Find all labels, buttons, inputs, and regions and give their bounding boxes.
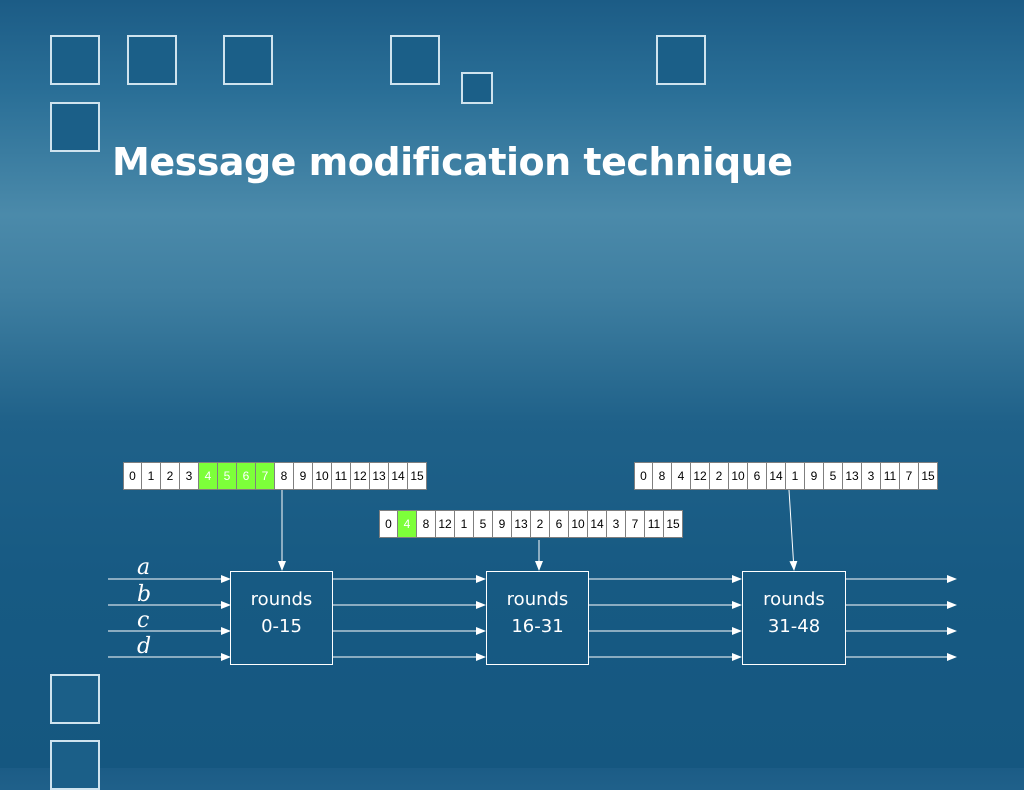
round-box-label: rounds (250, 589, 313, 610)
word-order-3-arrow (788, 489, 798, 571)
word-cell: 10 (569, 510, 588, 538)
word-cell: 2 (531, 510, 550, 538)
word-cell: 15 (919, 462, 938, 490)
word-cell: 13 (843, 462, 862, 490)
word-cell: 13 (370, 462, 389, 490)
word-cell: 0 (634, 462, 653, 490)
decorative-square-3 (223, 35, 273, 85)
word-cell: 12 (351, 462, 370, 490)
word-cell: 2 (161, 462, 180, 490)
word-cell: 2 (710, 462, 729, 490)
state-var-d: d (137, 634, 152, 659)
word-cell: 8 (417, 510, 436, 538)
word-cell: 14 (767, 462, 786, 490)
word-cell: 9 (294, 462, 313, 490)
word-cell: 3 (607, 510, 626, 538)
word-cell: 11 (645, 510, 664, 538)
round-box-range: 16-31 (511, 616, 564, 637)
word-cell: 9 (493, 510, 512, 538)
round-box-16-31: rounds 16-31 (486, 571, 589, 665)
round-box-range: 31-48 (767, 616, 821, 637)
word-cell: 6 (550, 510, 569, 538)
word-cell: 4 (398, 510, 417, 538)
round-box-range: 0-15 (261, 616, 302, 637)
word-cell: 3 (862, 462, 881, 490)
word-cell: 10 (729, 462, 748, 490)
decorative-square-8 (50, 674, 100, 724)
word-cell: 6 (237, 462, 256, 490)
word-cell: 0 (123, 462, 142, 490)
decorative-square-5 (461, 72, 493, 104)
word-cell: 0 (379, 510, 398, 538)
word-cell: 1 (455, 510, 474, 538)
slide-title: Message modification technique (112, 140, 793, 184)
word-cell: 7 (256, 462, 275, 490)
decorative-square-7 (50, 102, 100, 152)
word-cell: 9 (805, 462, 824, 490)
word-cell: 4 (199, 462, 218, 490)
word-cell: 5 (824, 462, 843, 490)
word-cell: 11 (881, 462, 900, 490)
round-box-label: rounds (506, 589, 569, 610)
word-cell: 15 (408, 462, 427, 490)
decorative-square-6 (656, 35, 706, 85)
word-cell: 13 (512, 510, 531, 538)
word-cell: 8 (653, 462, 672, 490)
word-cell: 12 (436, 510, 455, 538)
word-cell: 14 (588, 510, 607, 538)
word-cell: 8 (275, 462, 294, 490)
word-cell: 5 (474, 510, 493, 538)
word-cell: 1 (142, 462, 161, 490)
diagram-connectors (221, 489, 957, 661)
word-cell: 4 (672, 462, 691, 490)
decorative-square-2 (127, 35, 177, 85)
word-cell: 15 (664, 510, 683, 538)
word-cell: 5 (218, 462, 237, 490)
word-cell: 7 (626, 510, 645, 538)
word-cell: 10 (313, 462, 332, 490)
round-box-31-48: rounds 31-48 (742, 571, 846, 665)
word-cell: 11 (332, 462, 351, 490)
state-var-a: a (137, 555, 151, 580)
word-cell: 14 (389, 462, 408, 490)
state-var-c: c (137, 608, 150, 633)
word-cell: 1 (786, 462, 805, 490)
decorative-square-4 (390, 35, 440, 85)
round-box-0-15: rounds 0-15 (230, 571, 333, 665)
state-var-b: b (137, 582, 152, 607)
word-cell: 7 (900, 462, 919, 490)
round-box-label: rounds (763, 589, 825, 610)
decorative-square-1 (50, 35, 100, 85)
word-cell: 3 (180, 462, 199, 490)
word-cell: 6 (748, 462, 767, 490)
word-cell: 12 (691, 462, 710, 490)
